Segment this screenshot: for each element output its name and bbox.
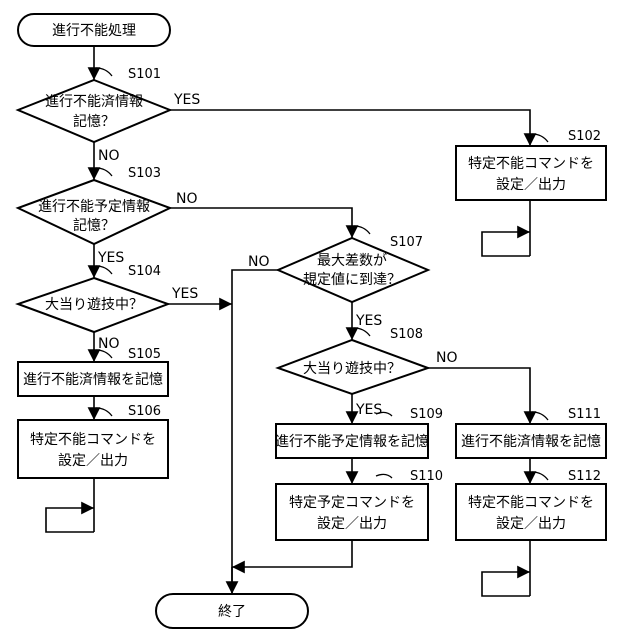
process-s112-line1: 特定不能コマンドを: [468, 495, 594, 511]
return-marker-s112: [482, 572, 530, 596]
decision-s101-line1: 進行不能済情報: [45, 94, 143, 110]
decision-s103: 進行不能予定情報 記憶？: [18, 180, 170, 244]
process-s109-line1: 進行不能予定情報を記憶: [275, 433, 429, 450]
process-s110-line2: 設定／出力: [317, 516, 387, 532]
step-label-s112: S112: [568, 469, 601, 484]
step-label-s106: S106: [128, 404, 161, 419]
step-label-s108: S108: [390, 327, 423, 342]
decision-s108: 大当り遊技中？: [278, 340, 428, 394]
step-label-s104: S104: [128, 264, 161, 279]
branch-yes-s101: YES: [173, 92, 200, 108]
decision-s104-line1: 大当り遊技中？: [45, 297, 143, 313]
decision-s107-line2: 規定値に到達？: [303, 272, 401, 288]
branch-yes-s103: YES: [97, 250, 124, 266]
process-s112: 特定不能コマンドを 設定／出力: [456, 484, 606, 540]
edge-s108-no-s111: [428, 368, 530, 424]
process-s109: 進行不能予定情報を記憶: [275, 424, 429, 458]
process-s110-line1: 特定予定コマンドを: [289, 495, 415, 511]
branch-yes-s108: YES: [355, 402, 382, 418]
branch-no-s108: NO: [436, 350, 458, 366]
edge-s110-merge: [232, 540, 352, 567]
process-s106-line2: 設定／出力: [58, 453, 128, 469]
terminal-end-label: 終了: [218, 604, 246, 620]
branch-yes-s104: YES: [171, 286, 198, 302]
process-s111: 進行不能済情報を記憶: [456, 424, 606, 458]
step-label-s102: S102: [568, 129, 601, 144]
process-s110: 特定予定コマンドを 設定／出力: [276, 484, 428, 540]
branch-no-s107: NO: [248, 254, 270, 270]
process-s105-line1: 進行不能済情報を記憶: [23, 371, 163, 388]
decision-s104: 大当り遊技中？: [18, 278, 168, 332]
return-marker-s102: [482, 232, 530, 256]
edge-s107-no-merge: [232, 270, 278, 600]
step-label-s110: S110: [410, 469, 443, 484]
branch-no-s104: NO: [98, 336, 120, 352]
process-s112-line2: 設定／出力: [496, 516, 566, 532]
branch-yes-s107: YES: [355, 313, 382, 329]
step-label-s101: S101: [128, 67, 161, 82]
terminal-start-label: 進行不能処理: [52, 23, 136, 39]
branch-no-s103: NO: [176, 191, 198, 207]
terminal-end: 終了: [156, 594, 308, 628]
process-s111-line1: 進行不能済情報を記憶: [461, 433, 601, 450]
step-label-s103: S103: [128, 166, 161, 181]
edge-s103-no-s107: [170, 208, 352, 238]
return-marker-s106: [46, 508, 94, 532]
decision-s108-line1: 大当り遊技中？: [303, 361, 401, 377]
process-s102: 特定不能コマンドを 設定／出力: [456, 146, 606, 200]
decision-s101-line2: 記憶？: [73, 113, 115, 130]
decision-s103-line1: 進行不能予定情報: [38, 199, 150, 215]
step-label-s109: S109: [410, 407, 443, 422]
edge-s101-yes-s102: [170, 110, 530, 146]
process-s102-line2: 設定／出力: [496, 177, 566, 193]
process-s105: 進行不能済情報を記憶: [18, 362, 168, 396]
process-s106: 特定不能コマンドを 設定／出力: [18, 420, 168, 478]
branch-no-s101: NO: [98, 148, 120, 164]
decision-s107-line1: 最大差数が: [317, 253, 387, 269]
step-label-s105: S105: [128, 347, 161, 362]
terminal-start: 進行不能処理: [18, 14, 170, 46]
step-label-s111: S111: [568, 407, 601, 422]
process-s102-line1: 特定不能コマンドを: [468, 156, 594, 172]
step-label-s107: S107: [390, 235, 423, 250]
decision-s101: 進行不能済情報 記憶？: [18, 80, 170, 142]
process-s106-line1: 特定不能コマンドを: [30, 432, 156, 448]
decision-s103-line2: 記憶？: [73, 217, 115, 234]
